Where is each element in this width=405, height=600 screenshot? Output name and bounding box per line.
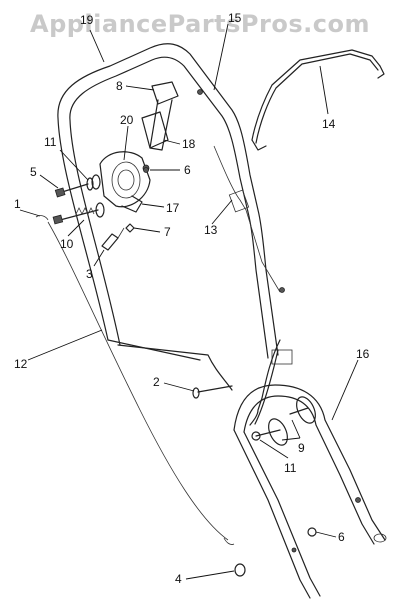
callout-3: 3 <box>86 267 93 281</box>
leader-lines <box>19 23 359 580</box>
control-cable <box>213 145 281 293</box>
callout-9: 9 <box>298 441 305 455</box>
callout-6-lower: 6 <box>338 530 345 544</box>
callout-14: 14 <box>322 117 336 131</box>
lower-handle <box>233 384 387 599</box>
callout-labels: 1 2 3 4 5 6 6 7 8 9 10 11 11 12 13 14 15… <box>14 11 370 586</box>
watermark-text: AppliancePartsPros.com <box>30 10 370 38</box>
callout-13: 13 <box>204 223 218 237</box>
callout-20: 20 <box>120 113 134 127</box>
upper-handle <box>57 43 293 391</box>
handle-knobs <box>255 396 316 446</box>
callout-8: 8 <box>116 79 123 93</box>
callout-16: 16 <box>356 347 370 361</box>
callout-4: 4 <box>175 572 182 586</box>
callout-11-lower: 11 <box>284 461 297 475</box>
callout-15: 15 <box>228 11 242 25</box>
callout-6-upper: 6 <box>184 163 191 177</box>
callout-10: 10 <box>60 237 74 251</box>
callout-1: 1 <box>14 197 21 211</box>
brake-cable <box>47 221 235 545</box>
callout-17: 17 <box>166 201 180 215</box>
callout-18: 18 <box>182 137 196 151</box>
callout-19: 19 <box>80 13 94 27</box>
callout-2: 2 <box>153 375 160 389</box>
callout-5: 5 <box>30 165 37 179</box>
callout-12: 12 <box>14 357 28 371</box>
lever-assembly <box>99 81 179 213</box>
control-bar <box>249 49 385 426</box>
callout-7: 7 <box>164 225 171 239</box>
callout-11-upper: 11 <box>44 135 57 149</box>
hardware <box>35 167 317 577</box>
